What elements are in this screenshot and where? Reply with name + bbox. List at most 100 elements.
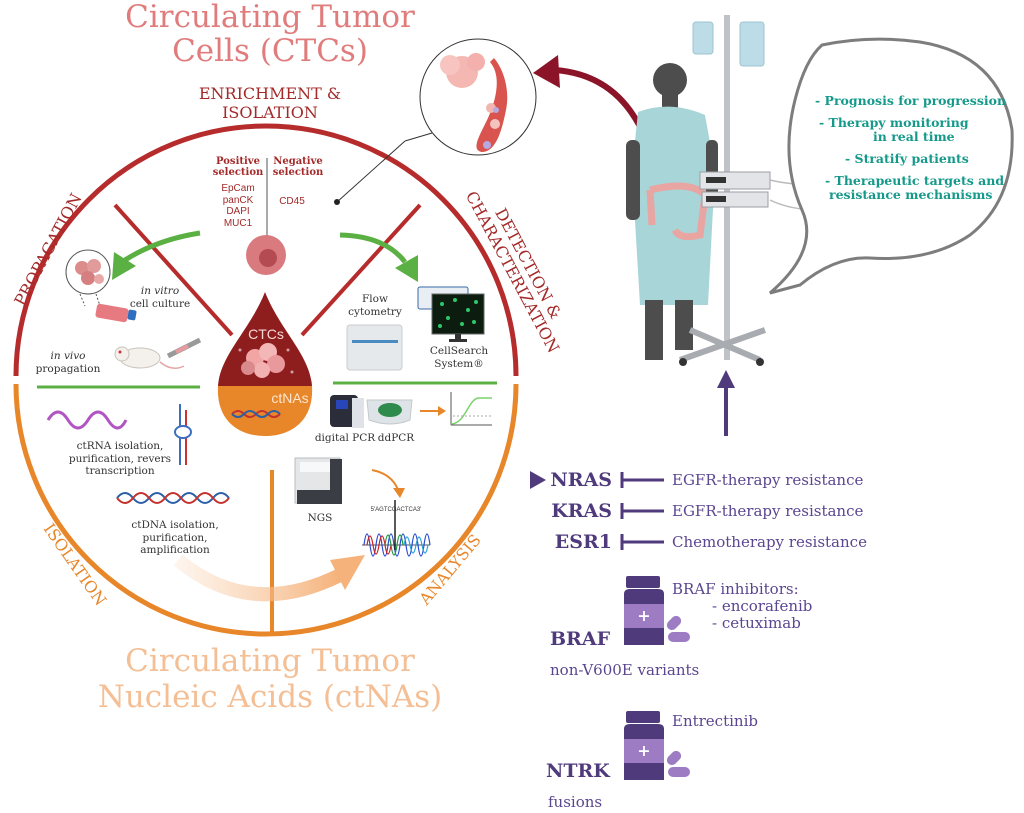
amplification-curve-icon xyxy=(450,392,492,426)
ctc-cell-icon xyxy=(246,235,286,275)
gene-kras: KRAS xyxy=(551,500,612,522)
cellsearch-line1: CellSearch xyxy=(429,345,489,357)
ngs-label: NGS xyxy=(307,512,333,524)
flow-line2: cytometry xyxy=(348,305,402,318)
green-arrow-left-head xyxy=(112,252,136,280)
ctc-cluster-icon xyxy=(238,343,294,378)
cellsearch-line2: System® xyxy=(434,357,484,370)
inhibition-bar-kras xyxy=(620,503,664,519)
positive-selection-line1: Positive xyxy=(216,156,260,167)
braf-medicine-icon: + xyxy=(624,576,690,645)
gene-nras: NRAS xyxy=(550,469,612,491)
green-arrow-right-head xyxy=(395,255,418,282)
ctna-circle-arc xyxy=(13,383,519,637)
inhibition-bar-esr1 xyxy=(620,534,664,550)
flow-line1: Flow xyxy=(362,293,388,305)
section-enrichment-isolation: ENRICHMENT & ISOLATION xyxy=(160,84,380,122)
ntrk-drug-entrectinib: Entrectinib xyxy=(672,712,758,730)
ddpcr-icon xyxy=(366,399,413,425)
gene-braf: BRAF xyxy=(550,628,611,650)
chromatogram-icon xyxy=(362,500,431,557)
bubble-item-stratify: - Stratify patients xyxy=(845,151,969,166)
ctrna-label: ctRNA isolation, purification, revers tr… xyxy=(65,440,175,478)
speech-bubble xyxy=(769,37,1014,295)
ctc-title-line1: Circulating Tumor xyxy=(125,0,415,35)
marker-epcam: EpCam xyxy=(221,183,255,194)
gene-ntrk: NTRK xyxy=(546,760,610,782)
blood-drop-top xyxy=(218,292,312,386)
ctrna-line2: purification, revers xyxy=(68,452,172,465)
negative-selection-heading: Negative selection xyxy=(270,156,326,178)
isolation-to-analysis-arrow xyxy=(173,554,344,602)
gene-esr1-effect: Chemotherapy resistance xyxy=(672,533,867,551)
isolation-to-analysis-arrowhead xyxy=(330,555,365,590)
pointer-line xyxy=(336,140,406,203)
inhibition-bar-nras xyxy=(620,472,664,488)
divider-upper-right xyxy=(300,203,422,337)
in-vitro-rest: cell culture xyxy=(129,297,191,310)
cell-culture-icon xyxy=(65,249,137,323)
ctna-title: Circulating Tumor Nucleic Acids (ctNAs) xyxy=(60,643,480,715)
green-arrow-left xyxy=(120,230,201,265)
mouse-icon xyxy=(114,346,185,369)
in-vivo-rest: propagation xyxy=(35,362,101,375)
bubble-item-therapy-monitoring: - Therapy monitoring xyxy=(819,115,969,130)
drop-ctna-label: ctNAs xyxy=(271,390,309,406)
braf-subtitle: non-V600E variants xyxy=(550,661,700,679)
rna-strand-icon xyxy=(46,410,128,430)
negative-markers-list: CD45 xyxy=(270,196,314,208)
ctna-title-line1: Circulating Tumor xyxy=(125,643,415,679)
cellsearch-label: CellSearch System® xyxy=(424,345,494,370)
ctc-title: Circulating Tumor Cells (CTCs) xyxy=(100,0,440,68)
rna-hairpin-icon xyxy=(174,404,192,465)
braf-drugs-heading: BRAF inhibitors: xyxy=(672,580,799,598)
section-enrichment-line1: ENRICHMENT & xyxy=(198,84,342,103)
negative-selection-line1: Negative xyxy=(273,156,323,167)
bubble-item-targets: - Therapeutic targets and xyxy=(825,173,1005,188)
divider-upper-left xyxy=(113,203,234,337)
sequence-label: 5'AGTCGACTCA3' xyxy=(370,507,422,513)
ctna-title-line2: Nucleic Acids (ctNAs) xyxy=(97,679,443,715)
svg-text:+: + xyxy=(637,606,650,625)
gene-nras-effect: EGFR-therapy resistance xyxy=(672,471,864,489)
ctdna-line1: ctDNA isolation, xyxy=(131,519,219,531)
ntrk-medicine-icon: + xyxy=(624,711,690,780)
positive-markers-list: EpCam panCK DAPI MUC1 xyxy=(212,183,264,229)
marker-panck: panCK xyxy=(222,194,254,206)
ctrna-line1: ctRNA isolation, xyxy=(76,440,164,452)
iv-stand-icon xyxy=(679,15,821,366)
svg-text:+: + xyxy=(637,741,650,760)
ngs-machine-icon xyxy=(294,457,342,504)
gene-kras-effect: EGFR-therapy resistance xyxy=(672,502,864,520)
in-vitro-label: in vitro cell culture xyxy=(120,285,200,310)
in-vivo-italic: in vivo xyxy=(50,350,86,362)
bubble-content: - Prognosis for progression - Therapy mo… xyxy=(815,94,1015,202)
negative-selection-line2: selection xyxy=(272,167,324,178)
ctrna-line3: transcription xyxy=(85,465,155,477)
ctc-circle-arc xyxy=(13,123,519,377)
ntrk-subtitle: fusions xyxy=(548,793,603,811)
green-arrow-right xyxy=(339,232,407,264)
ctdna-line3: amplification xyxy=(140,544,210,556)
cellsearch-icon xyxy=(417,286,485,342)
patient-figure xyxy=(626,63,718,360)
in-vivo-label: in vivo propagation xyxy=(28,350,108,375)
section-enrichment-line2: ISOLATION xyxy=(222,103,318,122)
flow-cytometry-label: Flow cytometry xyxy=(340,293,410,318)
patient-to-vessel-arrowhead xyxy=(533,55,560,88)
ngs-arrow xyxy=(371,469,399,491)
marker-dapi: DAPI xyxy=(226,206,250,217)
positive-selection-heading: Positive selection xyxy=(212,156,264,178)
marker-cd45: CD45 xyxy=(279,196,305,207)
ddpcr-label: ddPCR xyxy=(377,432,415,444)
dna-helix-icon xyxy=(116,492,230,504)
flow-cytometer-icon xyxy=(346,324,403,371)
gene-esr1: ESR1 xyxy=(554,531,612,553)
marker-muc1: MUC1 xyxy=(223,217,253,229)
drop-ctc-label: CTCs xyxy=(248,326,284,342)
patient-to-vessel-arrow xyxy=(554,67,649,142)
ctdna-line2: purification, xyxy=(142,531,208,544)
positive-selection-line2: selection xyxy=(212,167,264,178)
ctdna-label: ctDNA isolation, purification, amplifica… xyxy=(125,519,225,557)
